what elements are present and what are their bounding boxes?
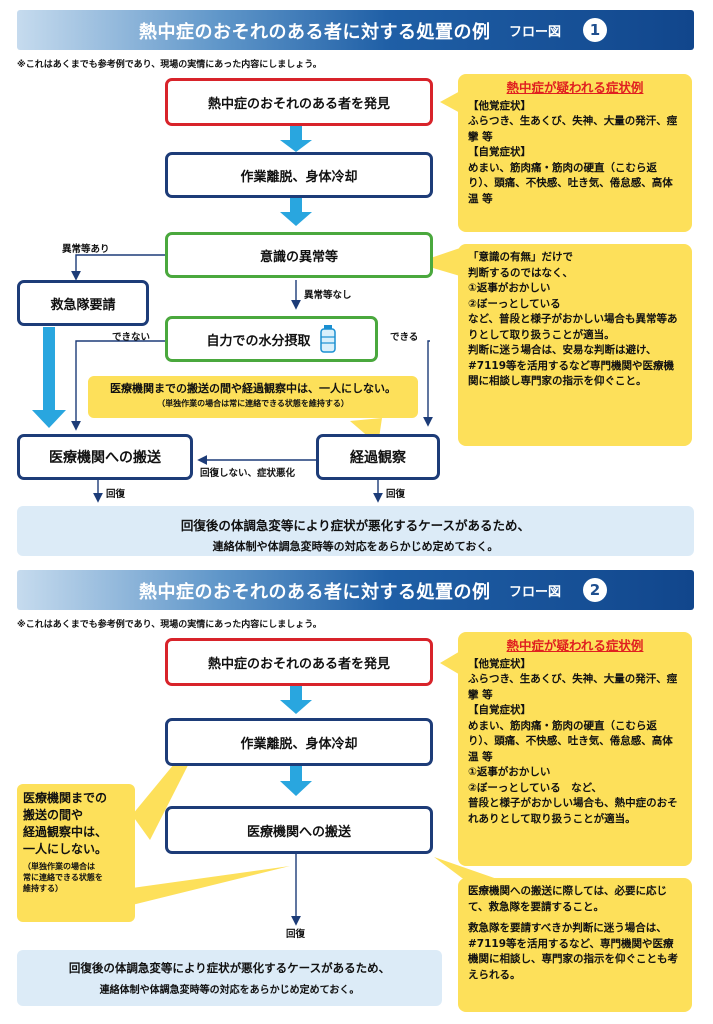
flow1-symptoms-other-heading: 【他覚症状】 [468, 99, 531, 112]
flow2-left-callout-sub3: 維持する） [23, 884, 63, 893]
flow2-bottom-panel: 回復後の体調急変等により症状が悪化するケースがあるため、 連絡体制や体調急変時等… [17, 950, 442, 1006]
flow2-symptoms-line1: ①返事がおかしい [468, 766, 551, 778]
flow1-judge-line4: ②ぼーっとしている [468, 297, 561, 310]
flow2-left-callout-line2: 搬送の間や [23, 808, 84, 822]
flow2-symptoms-self: めまい、筋肉痛・筋肉の硬直（こむら返り）、頭痛、不快感、吐き気、倦怠感、高体温 … [468, 719, 673, 763]
flow2-symptoms-panel: 熱中症が疑われる症状例 【他覚症状】 ふらつき、生あくび、失神、大量の発汗、痙攣… [458, 632, 692, 866]
cyan-arrows-flow2 [280, 686, 312, 796]
flow1-flow-label: フロー図 [509, 25, 562, 40]
flow2-box-hospital: 医療機関への搬送 [165, 806, 433, 854]
flow1-label-can: できる [390, 332, 419, 343]
flow2-box-stop-cool: 作業離脱、身体冷却 [165, 718, 433, 766]
flow1-judge-panel: 「意識の有無」だけで 判断するのではなく、 ①返事がおかしい ②ぼーっとしている… [458, 244, 692, 446]
flow1-label-cannot: できない [112, 332, 151, 343]
flow1-box-consciousness: 意識の異常等 [165, 232, 433, 278]
flow1-label-recover-left: 回復 [106, 489, 126, 500]
flow1-label-recover-right: 回復 [386, 489, 406, 500]
flow1-judge-line5: など、普段と様子がおかしい場合も異常等ありとして取り扱うことが適当。 [468, 313, 678, 341]
flow1-banner: 熱中症のおそれのある者に対する処置の例 フロー図 1 [17, 10, 694, 50]
flow1-box-hospital: 医療機関への搬送 [17, 434, 193, 480]
flow1-note: ※これはあくまでも参考例であり、現場の実情にあった内容にしましょう。 [17, 60, 322, 70]
flow2-symptoms-other: ふらつき、生あくび、失神、大量の発汗、痙攣 等 [468, 673, 678, 701]
flow1-box-observe: 経過観察 [316, 434, 440, 480]
flow1-box-ambulance: 救急隊要請 [17, 280, 149, 326]
flow1-label-not-recovered: 回復しない、症状悪化 [200, 468, 296, 479]
cyan-arrows-flow1 [32, 126, 312, 428]
flow1-judge-line3: ①返事がおかしい [468, 282, 551, 294]
flow2-bottom-line2: 連絡体制や体調急変時等の対応をあらかじめ定めておく。 [99, 985, 360, 996]
flow1-symptoms-self: めまい、筋肉痛・筋肉の硬直（こむら返り）、頭痛、不快感、吐き気、倦怠感、高体温 … [468, 161, 673, 205]
flow1-box-stop-cool: 作業離脱、身体冷却 [165, 152, 433, 198]
flow1-bottom-line2: 連絡体制や体調急変時等の対応をあらかじめ定めておく。 [212, 540, 499, 553]
flow1-number: 1 [583, 18, 607, 42]
flow1-judge-line1: 「意識の有無」だけで [468, 251, 573, 263]
flow2-label-recover: 回復 [286, 929, 306, 940]
flow1-label-abnormal-no: 異常等なし [304, 290, 352, 301]
flow2-symptoms-title: 熱中症が疑われる症状例 [506, 638, 644, 653]
flow1-callout-alone: 医療機関までの搬送の間や経過観察中は、一人にしない。 （単独作業の場合は常に連絡… [88, 376, 418, 418]
flow2-banner: 熱中症のおそれのある者に対する処置の例 フロー図 2 [17, 570, 694, 610]
flow1-symptoms-self-heading: 【自覚症状】 [468, 146, 531, 158]
flow1-title: 熱中症のおそれのある者に対する処置の例 [139, 22, 491, 43]
flow2-flow-label: フロー図 [509, 585, 562, 600]
flow2-note: ※これはあくまでも参考例であり、現場の実情にあった内容にしましょう。 [17, 620, 322, 630]
flow2-left-callout-line3: 経過観察中は、 [23, 825, 108, 839]
flow2-left-callout: 医療機関までの 搬送の間や 経過観察中は、 一人にしない。 （単独作業の場合は … [17, 784, 135, 922]
flow1-callout-alone-sub: （単独作業の場合は常に連絡できる状態を維持する） [157, 399, 349, 408]
flow1-bottom-panel: 回復後の体調急変等により症状が悪化するケースがあるため、 連絡体制や体調急変時等… [17, 506, 694, 556]
flow1-bottom-line1: 回復後の体調急変等により症状が悪化するケースがあるため、 [180, 518, 531, 533]
flow1-box-discover: 熱中症のおそれのある者を発見 [165, 78, 433, 126]
flow2-symptoms-line3: 普段と様子がおかしい場合も、熱中症のおそれありとして取り扱うことが適当。 [468, 797, 678, 825]
flow2-symptoms-line2: ②ぼーっとしている など、 [468, 781, 603, 794]
flow2-left-callout-line4: 一人にしない。 [23, 842, 108, 856]
flow2-title: 熱中症のおそれのある者に対する処置の例 [139, 582, 491, 603]
flow2-box-discover: 熱中症のおそれのある者を発見 [165, 638, 433, 686]
flow2-ambulance-panel: 医療機関への搬送に際しては、必要に応じて、救急隊を要請すること。 救急隊を要請す… [458, 878, 692, 1012]
flow2-ambulance-line1: 医療機関への搬送に際しては、必要に応じて、救急隊を要請すること。 [468, 885, 667, 913]
flow2-number: 2 [583, 578, 607, 602]
flow2-bottom-line1: 回復後の体調急変等により症状が悪化するケースがあるため、 [68, 961, 391, 975]
flow2-left-callout-sub2: 常に連絡できる状態を [23, 873, 103, 882]
flow1-water-label: 自力での水分摂取 [206, 333, 311, 349]
flow2-ambulance-line2: 救急隊を要請すべきか判断に迷う場合は、#7119等を活用するなど、専門機関や医療… [468, 922, 678, 981]
flow2-symptoms-self-heading: 【自覚症状】 [468, 704, 531, 716]
flow2-symptoms-other-heading: 【他覚症状】 [468, 657, 531, 670]
flow2-left-callout-sub1: （単独作業の場合は [23, 862, 95, 871]
flow1-label-abnormal-yes: 異常等あり [62, 244, 110, 255]
water-bottle-icon [319, 325, 336, 353]
flow1-symptoms-panel: 熱中症が疑われる症状例 【他覚症状】 ふらつき、生あくび、失神、大量の発汗、痙攣… [458, 74, 692, 232]
flow1-judge-line2: 判断するのではなく、 [468, 266, 573, 279]
flow2-left-callout-line1: 医療機関までの [23, 791, 108, 805]
flow1-symptoms-title: 熱中症が疑われる症状例 [506, 80, 644, 95]
flow1-symptoms-other: ふらつき、生あくび、失神、大量の発汗、痙攣 等 [468, 115, 678, 143]
flow1-box-water: 自力での水分摂取 [165, 316, 378, 362]
flow1-judge-line6: 判断に迷う場合は、安易な判断は避け、#7119等を活用するなど専門機関や医療機関… [468, 344, 675, 387]
flow1-callout-alone-text: 医療機関までの搬送の間や経過観察中は、一人にしない。 [110, 382, 396, 395]
